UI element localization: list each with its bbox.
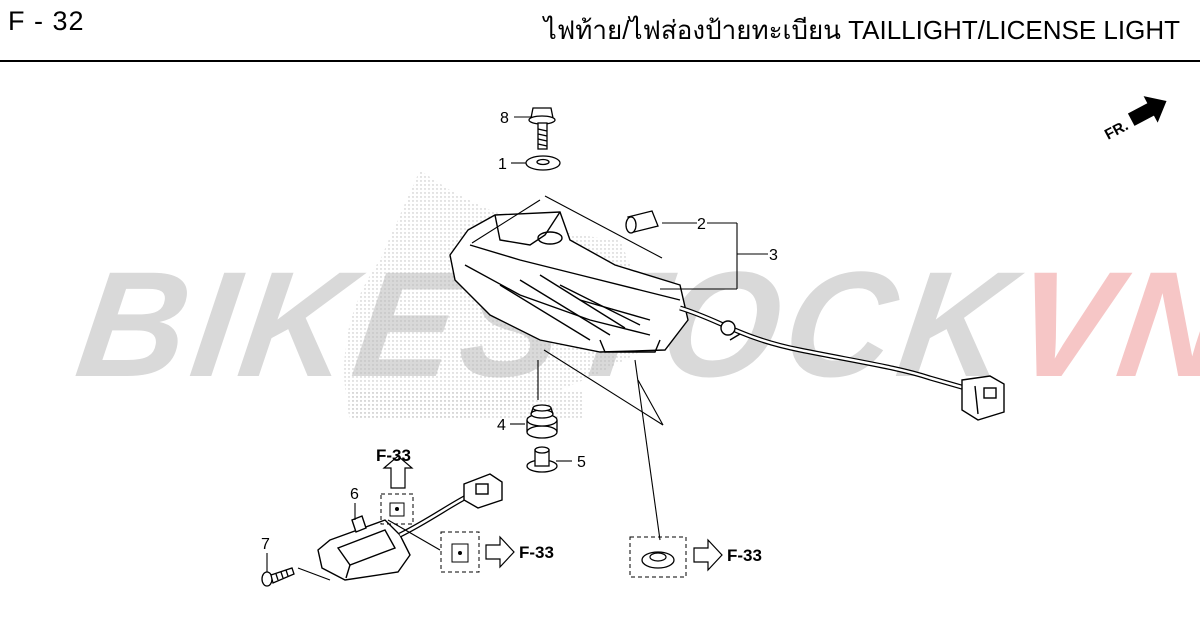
reference-grommet-lower: [629, 536, 723, 578]
callout-7: 7: [261, 536, 270, 553]
header-divider: [0, 60, 1200, 62]
callout-5: 5: [577, 454, 586, 471]
page-code: F - 32: [8, 6, 85, 36]
callout-6: 6: [350, 486, 359, 503]
callout-8: 8: [500, 110, 509, 127]
callout-labels: 8 1 2 3 4 5 6 7: [261, 110, 778, 553]
reference-f33-lower: F-33: [727, 546, 762, 565]
callout-4: 4: [497, 417, 506, 434]
license-light-part-6: [317, 473, 503, 581]
page-header: F - 32 ไฟท้าย/ไฟส่องป้ายทะเบียน TAILLIGH…: [0, 0, 1200, 60]
reference-clip-middle: [440, 531, 515, 573]
callout-1: 1: [498, 156, 507, 173]
leader-lines: [471, 116, 768, 541]
reference-clip-upper: [380, 455, 414, 525]
callout-2: 2: [697, 216, 706, 233]
flange-bolt-part-8: [528, 107, 556, 150]
fr-label: FR.: [1102, 117, 1131, 143]
washer-part-1: [525, 155, 561, 171]
leader-lines-lower: [266, 503, 441, 581]
grommet-part-4: [526, 404, 558, 439]
front-direction-arrow: FR.: [1102, 96, 1167, 144]
reference-labels: F-33 F-33 F-33: [376, 446, 762, 565]
page-title: ไฟท้าย/ไฟส่องป้ายทะเบียน TAILLIGHT/LICEN…: [543, 15, 1180, 45]
taillight-assembly-part-3: [449, 211, 1005, 421]
collar-part-5: [526, 446, 558, 473]
collar-part-2: [625, 210, 659, 234]
reference-f33-upper: F-33: [376, 446, 411, 465]
callout-3: 3: [769, 247, 778, 264]
reference-f33-middle: F-33: [519, 543, 554, 562]
